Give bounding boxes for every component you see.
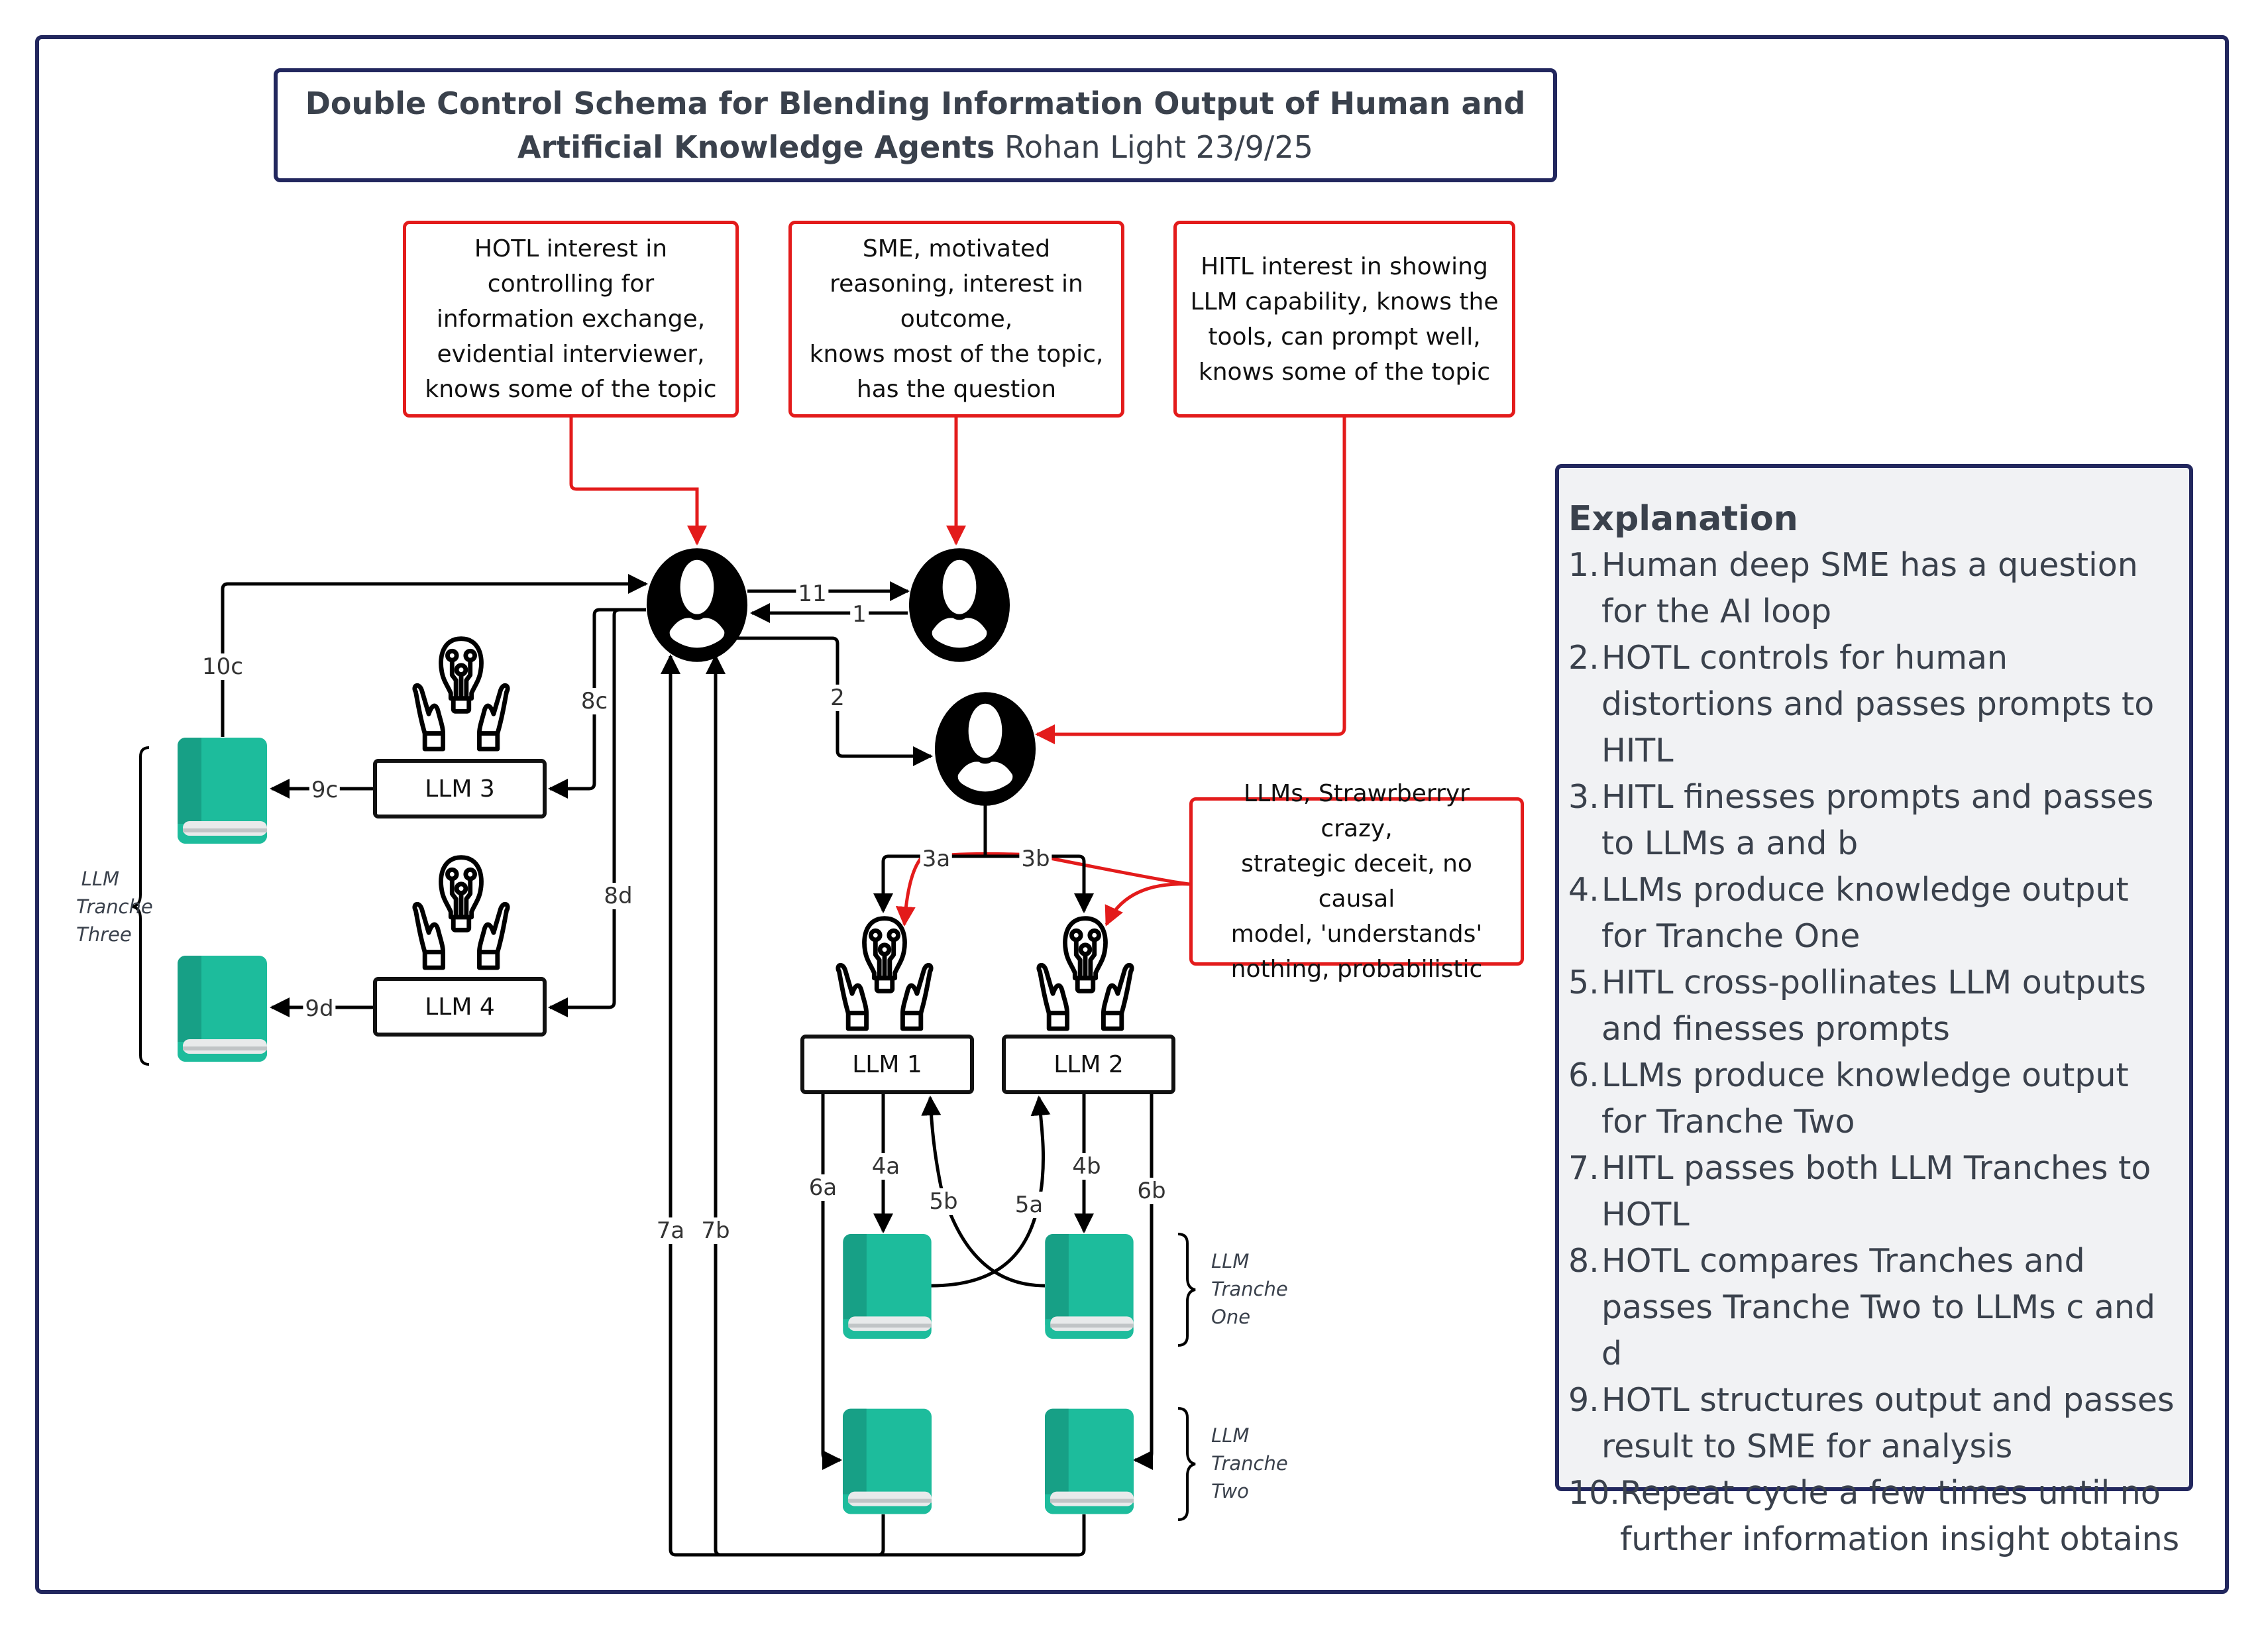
item-text: LLMs produce knowledge output for Tranch… — [1601, 871, 2129, 955]
edge-label-4b: 4b — [1070, 1153, 1103, 1180]
edge-label-6a: 6a — [806, 1174, 839, 1201]
title-box: Double Control Schema for Blending Infor… — [274, 68, 1557, 182]
llm4-box[interactable]: LLM 4 — [373, 977, 547, 1037]
llm3-box[interactable]: LLM 3 — [373, 759, 547, 818]
edge-7b — [706, 654, 1086, 1557]
edge-label-8d: 8d — [602, 883, 635, 909]
explanation-panel: Explanation 1.Human deep SME has a quest… — [1555, 464, 2193, 1558]
item-text: LLMs produce knowledge output for Tranch… — [1601, 1056, 2129, 1141]
note-connectors — [569, 418, 1346, 927]
item-text: HOTL compares Tranches and passes Tranch… — [1601, 1242, 2156, 1373]
llm1-ai-bulb-hands-icon — [838, 919, 931, 1029]
edge-label-11: 11 — [796, 581, 829, 607]
item-text: HITL passes both LLM Tranches to HOTL — [1601, 1149, 2151, 1233]
hotl-note: HOTL interest in controlling for informa… — [403, 221, 739, 418]
edge-8d — [548, 608, 646, 1017]
edge-10c — [221, 574, 648, 737]
explanation-item: 2.HOTL controls for human distortions an… — [1568, 635, 2180, 774]
brace-tranche-one — [1177, 1233, 1196, 1347]
item-text: HITL cross-pollinates LLM outputs and fi… — [1601, 964, 2146, 1048]
item-text: HOTL structures output and passes result… — [1601, 1381, 2175, 1465]
hotl-note-connector — [569, 418, 707, 545]
edge-label-5a: 5a — [1012, 1192, 1046, 1218]
llms-note: LLMs, Strawrberryr crazy, strategic dece… — [1189, 780, 1524, 983]
item-number: 4. — [1568, 871, 1599, 909]
item-number: 8. — [1568, 1242, 1599, 1280]
tranche-three-book-d-icon — [178, 956, 267, 1062]
edge-label-3a: 3a — [920, 846, 953, 872]
edge-6a — [821, 1093, 842, 1470]
item-text: Human deep SME has a question for the AI… — [1601, 546, 2138, 630]
item-number: 5. — [1568, 964, 1599, 1001]
edge-label-7b: 7b — [699, 1217, 732, 1244]
item-number: 3. — [1568, 778, 1599, 816]
edge-3b — [985, 854, 1094, 913]
llm3-ai-bulb-hands-icon — [415, 639, 508, 749]
tranche-two-label: LLM Tranche Two — [1211, 1424, 1288, 1502]
tranche-two-book-b-icon — [1045, 1408, 1134, 1514]
item-number: 2. — [1568, 639, 1599, 677]
explanation-item: 9.HOTL structures output and passes resu… — [1568, 1377, 2180, 1470]
edge-label-5b: 5b — [927, 1188, 960, 1215]
title-main: Double Control Schema for Blending Infor… — [305, 85, 1526, 165]
explanation-list: 1.Human deep SME has a question for the … — [1568, 542, 2180, 1563]
edge-label-8c: 8c — [578, 688, 610, 714]
explanation-item: 1.Human deep SME has a question for the … — [1568, 542, 2180, 635]
edge-3a — [873, 854, 985, 913]
hitl-note-connector — [1035, 418, 1346, 744]
explanation-item: 8.HOTL compares Tranches and passes Tran… — [1568, 1238, 2180, 1377]
braces — [132, 746, 1196, 1521]
llm2-box[interactable]: LLM 2 — [1002, 1035, 1175, 1094]
edge-label-1: 1 — [850, 601, 869, 628]
edge-label-10c: 10c — [200, 653, 245, 680]
item-number: 7. — [1568, 1149, 1599, 1187]
item-number: 1. — [1568, 546, 1599, 584]
sme-note: SME, motivated reasoning, interest in ou… — [788, 221, 1124, 418]
llms-note-connector-1 — [895, 852, 1190, 927]
edge-label-3b: 3b — [1019, 846, 1052, 872]
outer-frame — [35, 35, 2229, 1594]
tranche-three-book-c-icon — [178, 738, 267, 844]
tranche-one-label: LLM Tranche One — [1211, 1250, 1288, 1328]
explanation-item: 5.HITL cross-pollinates LLM outputs and … — [1568, 960, 2180, 1052]
edge-label-4a: 4a — [869, 1153, 902, 1180]
tranche-one-book-b-icon — [1045, 1234, 1134, 1339]
edge-label-9c: 9c — [309, 777, 341, 803]
explanation-heading: Explanation — [1568, 499, 1798, 539]
llm1-box[interactable]: LLM 1 — [800, 1035, 974, 1094]
edge-label-2: 2 — [828, 685, 847, 711]
llms-note-connector-2 — [1105, 882, 1190, 927]
hotl-person-icon[interactable] — [646, 548, 748, 662]
explanation-item: 3.HITL finesses prompts and passes to LL… — [1568, 774, 2180, 867]
tranche-two-book-a-icon — [843, 1408, 932, 1514]
item-number: 9. — [1568, 1381, 1599, 1419]
item-number: 10. — [1568, 1474, 1620, 1512]
hitl-person-icon[interactable] — [934, 692, 1036, 806]
item-text: HITL finesses prompts and passes to LLMs… — [1601, 778, 2154, 862]
llm2-ai-bulb-hands-icon — [1039, 919, 1132, 1029]
sme-person-icon[interactable] — [908, 548, 1010, 662]
explanation-item: 7.HITL passes both LLM Tranches to HOTL — [1568, 1145, 2180, 1238]
explanation-item: 4.LLMs produce knowledge output for Tran… — [1568, 867, 2180, 960]
explanation-item: 6.LLMs produce knowledge output for Tran… — [1568, 1052, 2180, 1145]
edge-label-9d: 9d — [303, 995, 336, 1022]
edge-label-6b: 6b — [1135, 1178, 1168, 1204]
hitl-note: HITL interest in showing LLM capability,… — [1173, 221, 1515, 418]
tranche-three-label: LLM Tranche Three — [76, 868, 153, 946]
edge-label-7a: 7a — [654, 1217, 687, 1244]
explanation-item: 10.Repeat cycle a few times until no fur… — [1568, 1470, 2180, 1563]
item-text: HOTL controls for human distortions and … — [1601, 639, 2155, 769]
brace-tranche-two — [1177, 1407, 1196, 1521]
llm4-ai-bulb-hands-icon — [415, 858, 508, 968]
item-number: 6. — [1568, 1056, 1599, 1094]
title-author-date: Rohan Light 23/9/25 — [1004, 129, 1313, 165]
brace-tranche-three — [132, 746, 150, 1066]
tranche-one-book-a-icon — [843, 1234, 932, 1339]
item-text: Repeat cycle a few times until no furthe… — [1619, 1474, 2180, 1558]
edge-6b — [1133, 1093, 1154, 1470]
